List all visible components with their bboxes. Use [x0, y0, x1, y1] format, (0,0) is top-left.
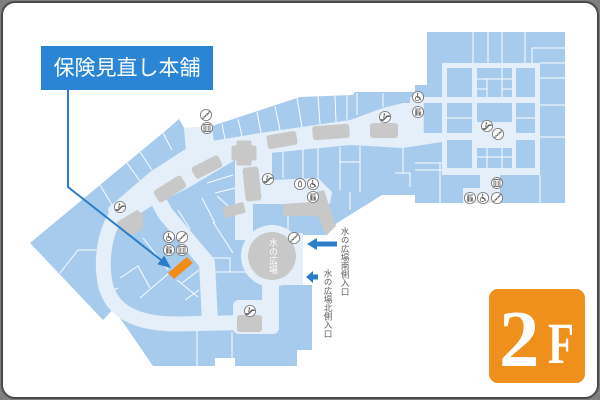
water-plaza: [248, 232, 296, 280]
floor-badge: 2 F: [489, 289, 585, 384]
escalator-icon: [378, 110, 392, 124]
elevator-icon: [200, 121, 214, 135]
callout-arrowhead-icon: [157, 255, 171, 268]
wheelchair-icon: [306, 177, 320, 191]
loop-corridor: [95, 202, 276, 332]
floor-number: 2: [499, 294, 540, 384]
stairs-icon: [490, 191, 504, 205]
callout-pointer-line: [67, 90, 162, 261]
floor-unit: F: [548, 311, 574, 376]
escalator-icon: [480, 119, 494, 133]
grid-shops: [447, 68, 535, 168]
toilet-icon: [162, 243, 176, 257]
stairs-icon: [199, 108, 213, 122]
elevator-icon: [490, 176, 504, 190]
left-arrow-icon: [307, 238, 337, 250]
voids: [117, 123, 398, 332]
wheelchair-icon: [476, 191, 490, 205]
escalator-icon: [261, 172, 275, 186]
highlighted-shop: [168, 257, 193, 279]
toilet-icon: [463, 191, 477, 205]
wheelchair-icon: [411, 90, 425, 104]
grid-entry-corridor: [410, 97, 442, 103]
escalator-icon: [243, 304, 257, 318]
entrance-label-north: 水の広場北側入口: [322, 269, 332, 338]
stairs-icon: [175, 230, 189, 244]
floor-badge-bg: [489, 289, 585, 383]
plaza-label: 水の広場: [267, 238, 277, 274]
main-corridor: [108, 103, 442, 228]
elevator-icon: [175, 243, 189, 257]
stairs-icon: [491, 127, 505, 141]
shop-dividers: [59, 32, 565, 366]
escalator-icon: [113, 200, 127, 214]
left-arrow-icon: [306, 271, 318, 283]
stairs-icon: [287, 231, 301, 245]
toilet-icon: [411, 105, 425, 119]
toilet-icon: [306, 190, 320, 204]
wheelchair-icon: [162, 230, 176, 244]
shop-callout-label: 保険見直し本舗: [41, 46, 213, 90]
entrance-label-south: 水の広場南側入口: [339, 227, 349, 296]
grid-dividers: [447, 68, 535, 168]
nursing-room-icon: [293, 177, 307, 191]
